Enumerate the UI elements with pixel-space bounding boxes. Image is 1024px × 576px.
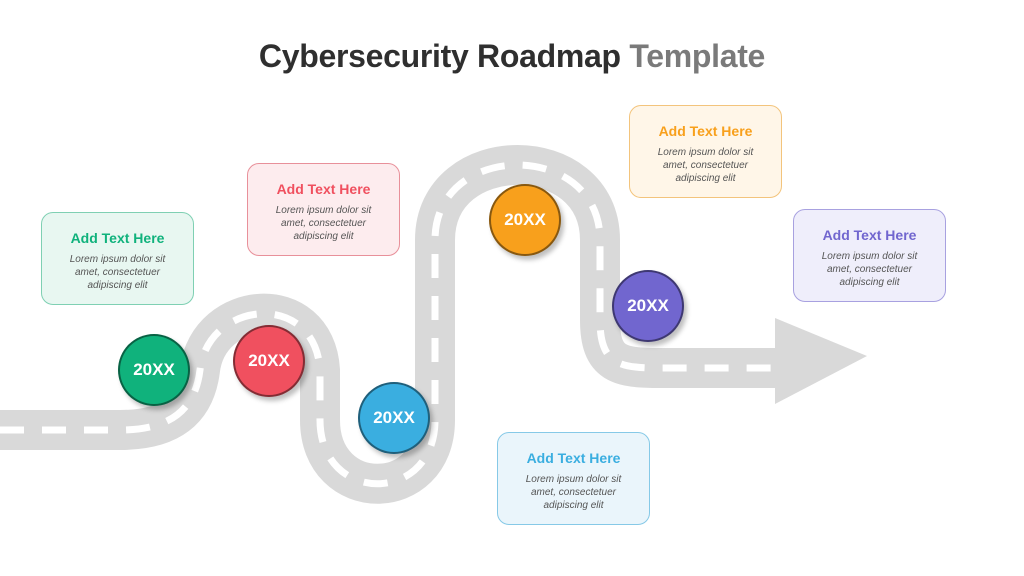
milestone-marker-2: 20XX: [233, 325, 305, 397]
milestone-card-1: Add Text Here Lorem ipsum dolor sit amet…: [41, 212, 194, 305]
milestone-card-4: Add Text Here Lorem ipsum dolor sit amet…: [629, 105, 782, 198]
milestone-marker-3: 20XX: [358, 382, 430, 454]
card-body: Lorem ipsum dolor sit amet, consectetuer…: [821, 251, 918, 288]
title-accent: Template: [629, 38, 766, 74]
card-title: Add Text Here: [276, 181, 371, 197]
milestone-marker-1: 20XX: [118, 334, 190, 406]
card-body: Lorem ipsum dolor sit amet, consectetuer…: [657, 147, 754, 184]
milestone-card-3: Add Text Here Lorem ipsum dolor sit amet…: [497, 432, 650, 525]
milestone-card-5: Add Text Here Lorem ipsum dolor sit amet…: [793, 209, 946, 302]
card-title: Add Text Here: [526, 450, 621, 466]
milestone-marker-4: 20XX: [489, 184, 561, 256]
card-title: Add Text Here: [822, 227, 917, 243]
road-dashes: [0, 161, 780, 488]
card-body: Lorem ipsum dolor sit amet, consectetuer…: [69, 254, 166, 291]
card-title: Add Text Here: [658, 123, 753, 139]
road-arrow-head: [775, 318, 867, 404]
card-body: Lorem ipsum dolor sit amet, consectetuer…: [525, 474, 622, 511]
card-title: Add Text Here: [70, 230, 165, 246]
milestone-marker-5: 20XX: [612, 270, 684, 342]
card-body: Lorem ipsum dolor sit amet, consectetuer…: [275, 205, 372, 242]
milestone-card-2: Add Text Here Lorem ipsum dolor sit amet…: [247, 163, 400, 256]
title-main: Cybersecurity Roadmap: [258, 38, 621, 74]
page-title: Cybersecurity Roadmap Template: [0, 38, 1024, 75]
